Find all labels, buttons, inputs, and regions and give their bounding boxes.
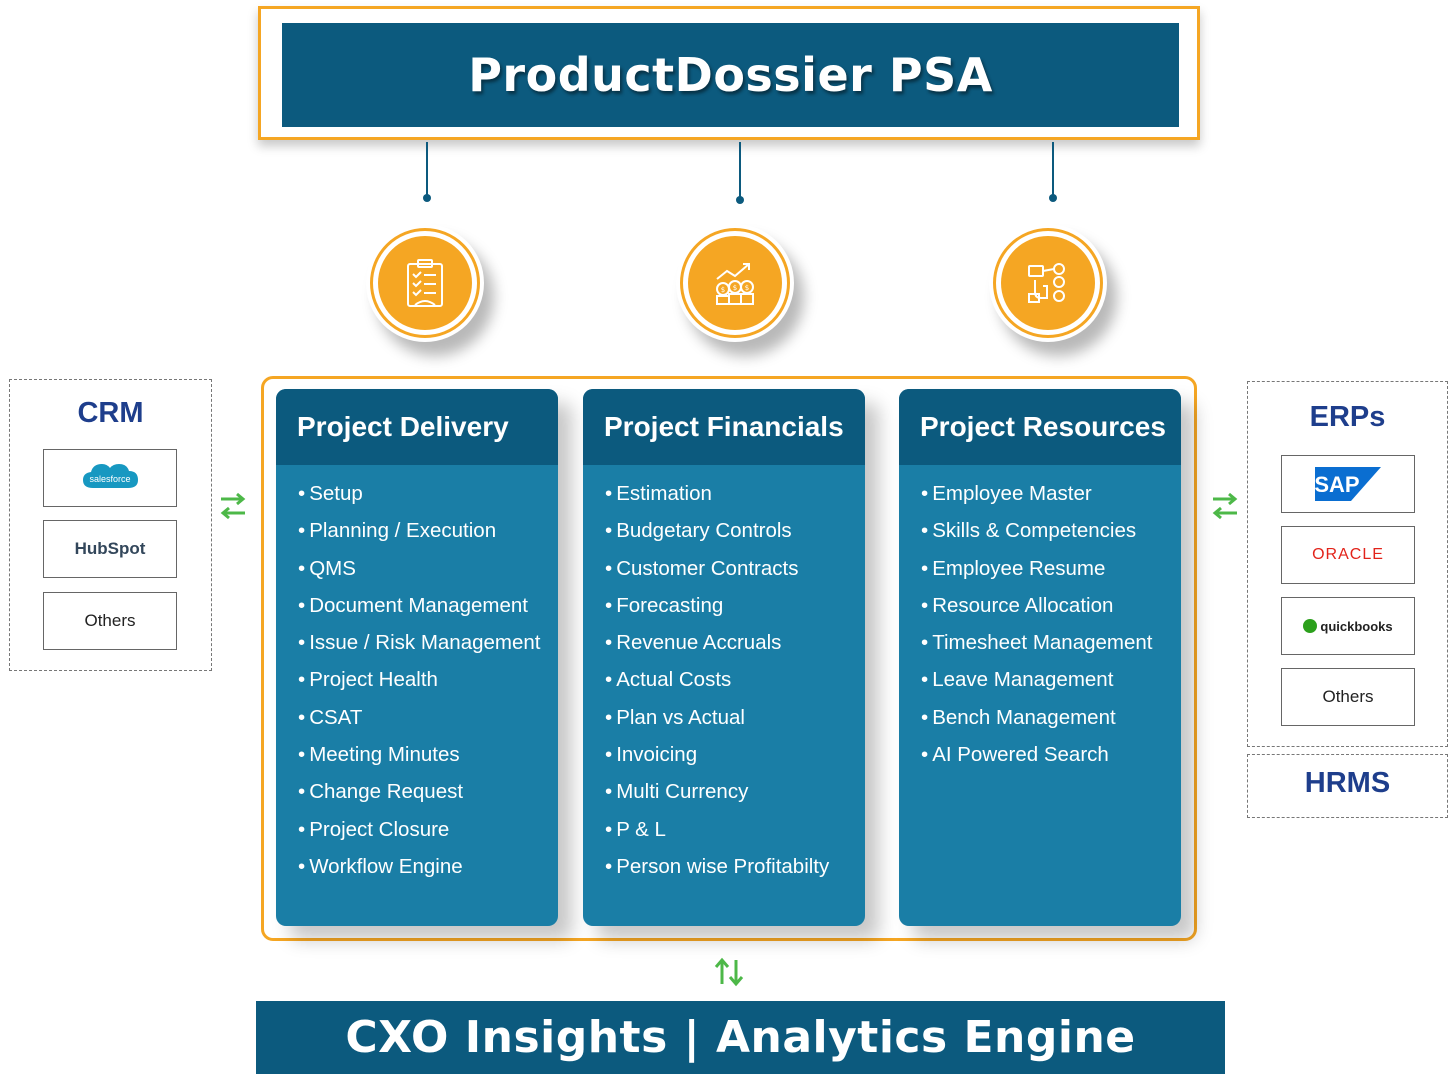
list-item: Person wise Profitabilty [605, 852, 865, 889]
others-label: Others [1322, 687, 1374, 706]
list-item: Estimation [605, 479, 865, 516]
crm-title: CRM [77, 397, 144, 429]
list-item: Forecasting [605, 591, 865, 628]
quickbooks-logo-box: quickbooks [1281, 597, 1415, 655]
title-banner: ProductDossier PSA [282, 23, 1179, 127]
list-item: Workflow Engine [298, 852, 558, 889]
list-item: Change Request [298, 777, 558, 814]
list-item: Invoicing [605, 740, 865, 777]
salesforce-logo-box: salesforce [43, 449, 177, 507]
salesforce-wordmark: salesforce [89, 474, 130, 484]
list-item: Multi Currency [605, 777, 865, 814]
connector-line [426, 142, 428, 198]
financials-icon-badge: $ $ $ [676, 224, 794, 342]
crm-box [9, 379, 212, 671]
checklist-icon [407, 259, 443, 307]
connector-line [1052, 142, 1054, 198]
hrms-title: HRMS [1304, 767, 1391, 799]
connector-line [739, 142, 741, 200]
list-item: Plan vs Actual [605, 703, 865, 740]
connector-dot [736, 196, 744, 204]
list-item: Project Closure [298, 815, 558, 852]
erp-others-box: Others [1281, 668, 1415, 726]
resource-allocation-icon [1028, 263, 1065, 303]
module-title: Project Resources [920, 411, 1166, 442]
list-item: Resource Allocation [921, 591, 1181, 628]
list-item: Project Health [298, 665, 558, 702]
list-item: Issue / Risk Management [298, 628, 558, 665]
list-item: P & L [605, 815, 865, 852]
hrms-box [1247, 754, 1448, 818]
resources-icon-badge [989, 224, 1107, 342]
list-item: Budgetary Controls [605, 516, 865, 553]
svg-text:$: $ [721, 286, 725, 294]
bidirectional-arrows-icon [1212, 492, 1238, 520]
hubspot-logo-box: HubSpot [43, 520, 177, 578]
page-title: ProductDossier PSA [468, 48, 993, 102]
analytics-title: CXO Insights | Analytics Engine [345, 1012, 1136, 1063]
list-item: Employee Master [921, 479, 1181, 516]
list-item: Bench Management [921, 703, 1181, 740]
financial-growth-icon: $ $ $ [716, 263, 754, 305]
list-item: Timesheet Management [921, 628, 1181, 665]
vertical-arrows-icon [714, 957, 744, 987]
analytics-banner: CXO Insights | Analytics Engine [256, 1001, 1225, 1074]
svg-text:$: $ [745, 284, 749, 292]
sap-logo-box: SAP [1281, 455, 1415, 513]
crm-others-box: Others [43, 592, 177, 650]
hubspot-logo: HubSpot [74, 539, 146, 558]
erp-title: ERPs [1309, 401, 1386, 433]
salesforce-logo: salesforce [83, 464, 138, 488]
module-list: Employee Master Skills & Competencies Em… [899, 465, 1181, 777]
quickbooks-icon [1303, 619, 1318, 633]
oracle-logo-box: ORACLE [1281, 526, 1415, 584]
module-list: Estimation Budgetary Controls Customer C… [583, 465, 865, 889]
module-card-delivery: Project Delivery Setup Planning / Execut… [276, 389, 558, 926]
delivery-icon-badge [366, 224, 484, 342]
connector-dot [423, 194, 431, 202]
module-card-resources: Project Resources Employee Master Skills… [899, 389, 1181, 926]
module-title: Project Delivery [297, 411, 509, 442]
list-item: Setup [298, 479, 558, 516]
sap-logo: SAP [1315, 467, 1381, 501]
list-item: Document Management [298, 591, 558, 628]
quickbooks-logo: quickbooks [1320, 618, 1393, 634]
sap-wordmark: SAP [1315, 472, 1360, 497]
list-item: Actual Costs [605, 665, 865, 702]
list-item: Planning / Execution [298, 516, 558, 553]
list-item: CSAT [298, 703, 558, 740]
svg-text:$: $ [733, 284, 737, 292]
list-item: Leave Management [921, 665, 1181, 702]
module-title: Project Financials [604, 411, 844, 442]
erp-box [1247, 381, 1448, 747]
list-item: AI Powered Search [921, 740, 1181, 777]
oracle-logo: ORACLE [1312, 546, 1384, 563]
connector-dot [1049, 194, 1057, 202]
list-item: Customer Contracts [605, 554, 865, 591]
module-card-financials: Project Financials Estimation Budgetary … [583, 389, 865, 926]
list-item: Revenue Accruals [605, 628, 865, 665]
bidirectional-arrows-icon [220, 492, 246, 520]
module-list: Setup Planning / Execution QMS Document … [276, 465, 558, 889]
others-label: Others [84, 611, 136, 630]
list-item: Meeting Minutes [298, 740, 558, 777]
list-item: Skills & Competencies [921, 516, 1181, 553]
list-item: QMS [298, 554, 558, 591]
list-item: Employee Resume [921, 554, 1181, 591]
modules-frame [261, 376, 1197, 941]
